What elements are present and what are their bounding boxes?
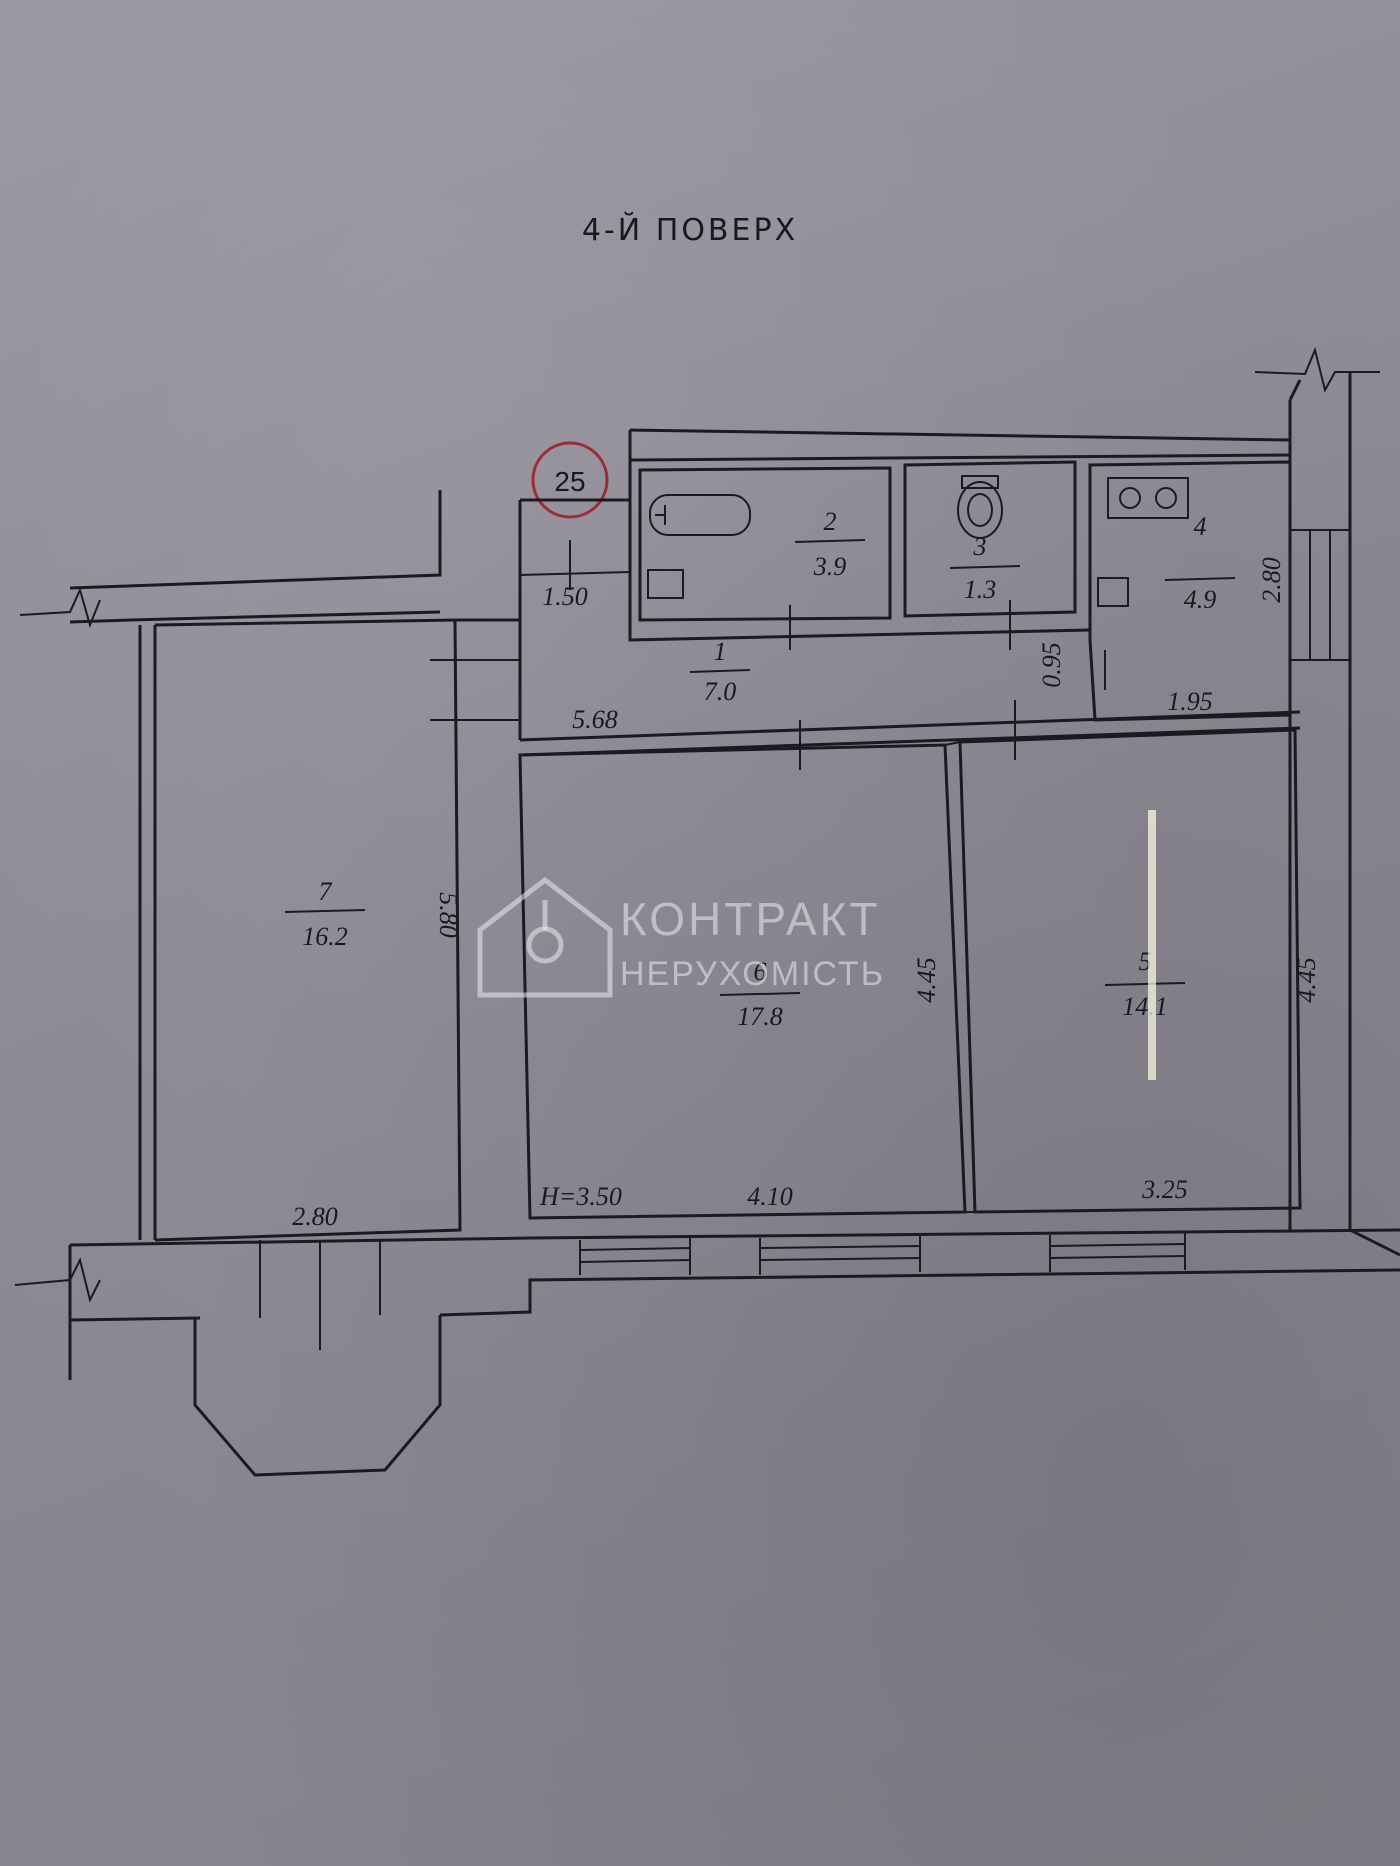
svg-text:2: 2: [824, 507, 837, 536]
svg-text:1.3: 1.3: [964, 575, 997, 604]
svg-text:4.9: 4.9: [1184, 585, 1217, 614]
room-7-label: 7 16.2: [284, 877, 366, 951]
dim-5-80: 5.80: [434, 892, 463, 938]
kitchen-sink-icon: [1097, 577, 1129, 607]
watermark-line2: НЕРУХОМІСТЬ: [620, 955, 885, 993]
dim-1-95: 1.95: [1167, 687, 1213, 716]
apartment-number-badge: 25: [531, 441, 609, 519]
dim-2-80-right: 2.80: [1257, 557, 1286, 603]
svg-text:3: 3: [973, 532, 987, 561]
svg-text:16.2: 16.2: [302, 922, 348, 951]
dim-4-45-a: 4.45: [912, 957, 941, 1003]
dimension-labels: 1.50 5.68 0.95 1.95 2.80 5.80 4.45 4.45 …: [292, 557, 1321, 1231]
svg-text:3.9: 3.9: [813, 552, 847, 581]
svg-text:14.1: 14.1: [1122, 992, 1168, 1021]
dim-5-68: 5.68: [572, 705, 618, 734]
ceiling-height: H=3.50: [539, 1182, 622, 1211]
room-4-label: 4 4.9: [1164, 512, 1236, 614]
room-5-label: 5 14.1: [1104, 947, 1186, 1021]
svg-text:1: 1: [714, 637, 727, 666]
room-1-label: 1 7.0: [689, 637, 751, 706]
svg-text:7: 7: [319, 877, 333, 906]
room-labels: 1 7.0 2 3.9 3 1.3 4 4.9 5 14.1 6 17.8: [284, 507, 1236, 1031]
svg-text:7.0: 7.0: [704, 677, 737, 706]
photo-glare: [1148, 810, 1156, 1080]
apartment-circle: [531, 441, 609, 519]
floor-title: 4-Й ПОВЕРХ: [582, 212, 798, 248]
door-marks: [430, 540, 1106, 770]
sink-icon: [647, 569, 684, 599]
dim-3-25: 3.25: [1141, 1175, 1188, 1204]
room-2-label: 2 3.9: [794, 507, 866, 581]
room-3-label: 3 1.3: [949, 532, 1021, 604]
svg-text:6: 6: [754, 957, 767, 986]
dim-4-10: 4.10: [747, 1182, 793, 1211]
watermark: КОНТРАКТ НЕРУХОМІСТЬ: [477, 876, 885, 998]
svg-text:4: 4: [1194, 512, 1207, 541]
dim-4-45-b: 4.45: [1292, 957, 1321, 1003]
apartment-number: 25: [554, 466, 585, 497]
dim-2-80-bottom: 2.80: [292, 1202, 338, 1231]
stove-icon: [1107, 477, 1189, 519]
house-key-icon: [477, 876, 613, 998]
watermark-line1: КОНТРАКТ: [620, 893, 881, 945]
walls: [14, 346, 1400, 1477]
svg-text:17.8: 17.8: [737, 1002, 783, 1031]
dim-0-95: 0.95: [1037, 642, 1066, 688]
fixtures: [647, 475, 1189, 607]
dim-1-50: 1.50: [542, 582, 588, 611]
bathtub-icon: [649, 494, 751, 536]
toilet-icon: [957, 481, 1003, 539]
room-6-label: 6 17.8: [719, 957, 801, 1031]
